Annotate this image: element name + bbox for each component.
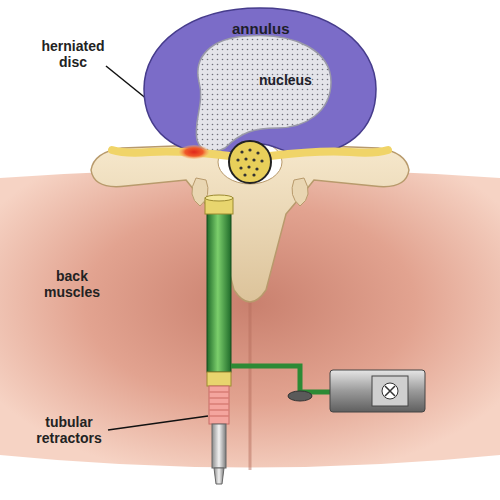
nucleus-core-shape [196,35,331,151]
nerve-root [112,150,230,156]
anatomy-label: herniated disc [34,38,112,70]
leader-line [108,416,208,430]
tube-opening [205,195,233,201]
screw-mark [385,386,395,396]
part-label: annulus [232,20,290,37]
spinal-cord [229,141,271,183]
part-label: nucleus [259,72,312,88]
clamp-holder [330,370,425,412]
articular-process [292,178,308,206]
nucleus-core-outline [185,32,335,154]
herniation-spot [179,145,209,159]
dilator-rod [212,424,226,468]
annulus-disc: annulus nucleus [140,4,380,164]
anatomy-label: back muscles [36,268,108,300]
nucleus-core: nucleus [185,32,335,154]
nerve-root [270,150,388,156]
clamp-block [372,376,408,406]
tube-grip [209,386,229,424]
cord-dots [236,148,263,176]
anatomy-label: tubular retractors [26,414,112,446]
clamp-screw [382,383,398,399]
grip-ridges [209,392,229,416]
arm-knob [288,391,312,401]
rod-tip [214,468,224,484]
retractor-tube [207,212,231,372]
annulus-disc-shape [144,8,376,154]
tube-ring [207,372,231,386]
retractor-arm [231,366,330,392]
